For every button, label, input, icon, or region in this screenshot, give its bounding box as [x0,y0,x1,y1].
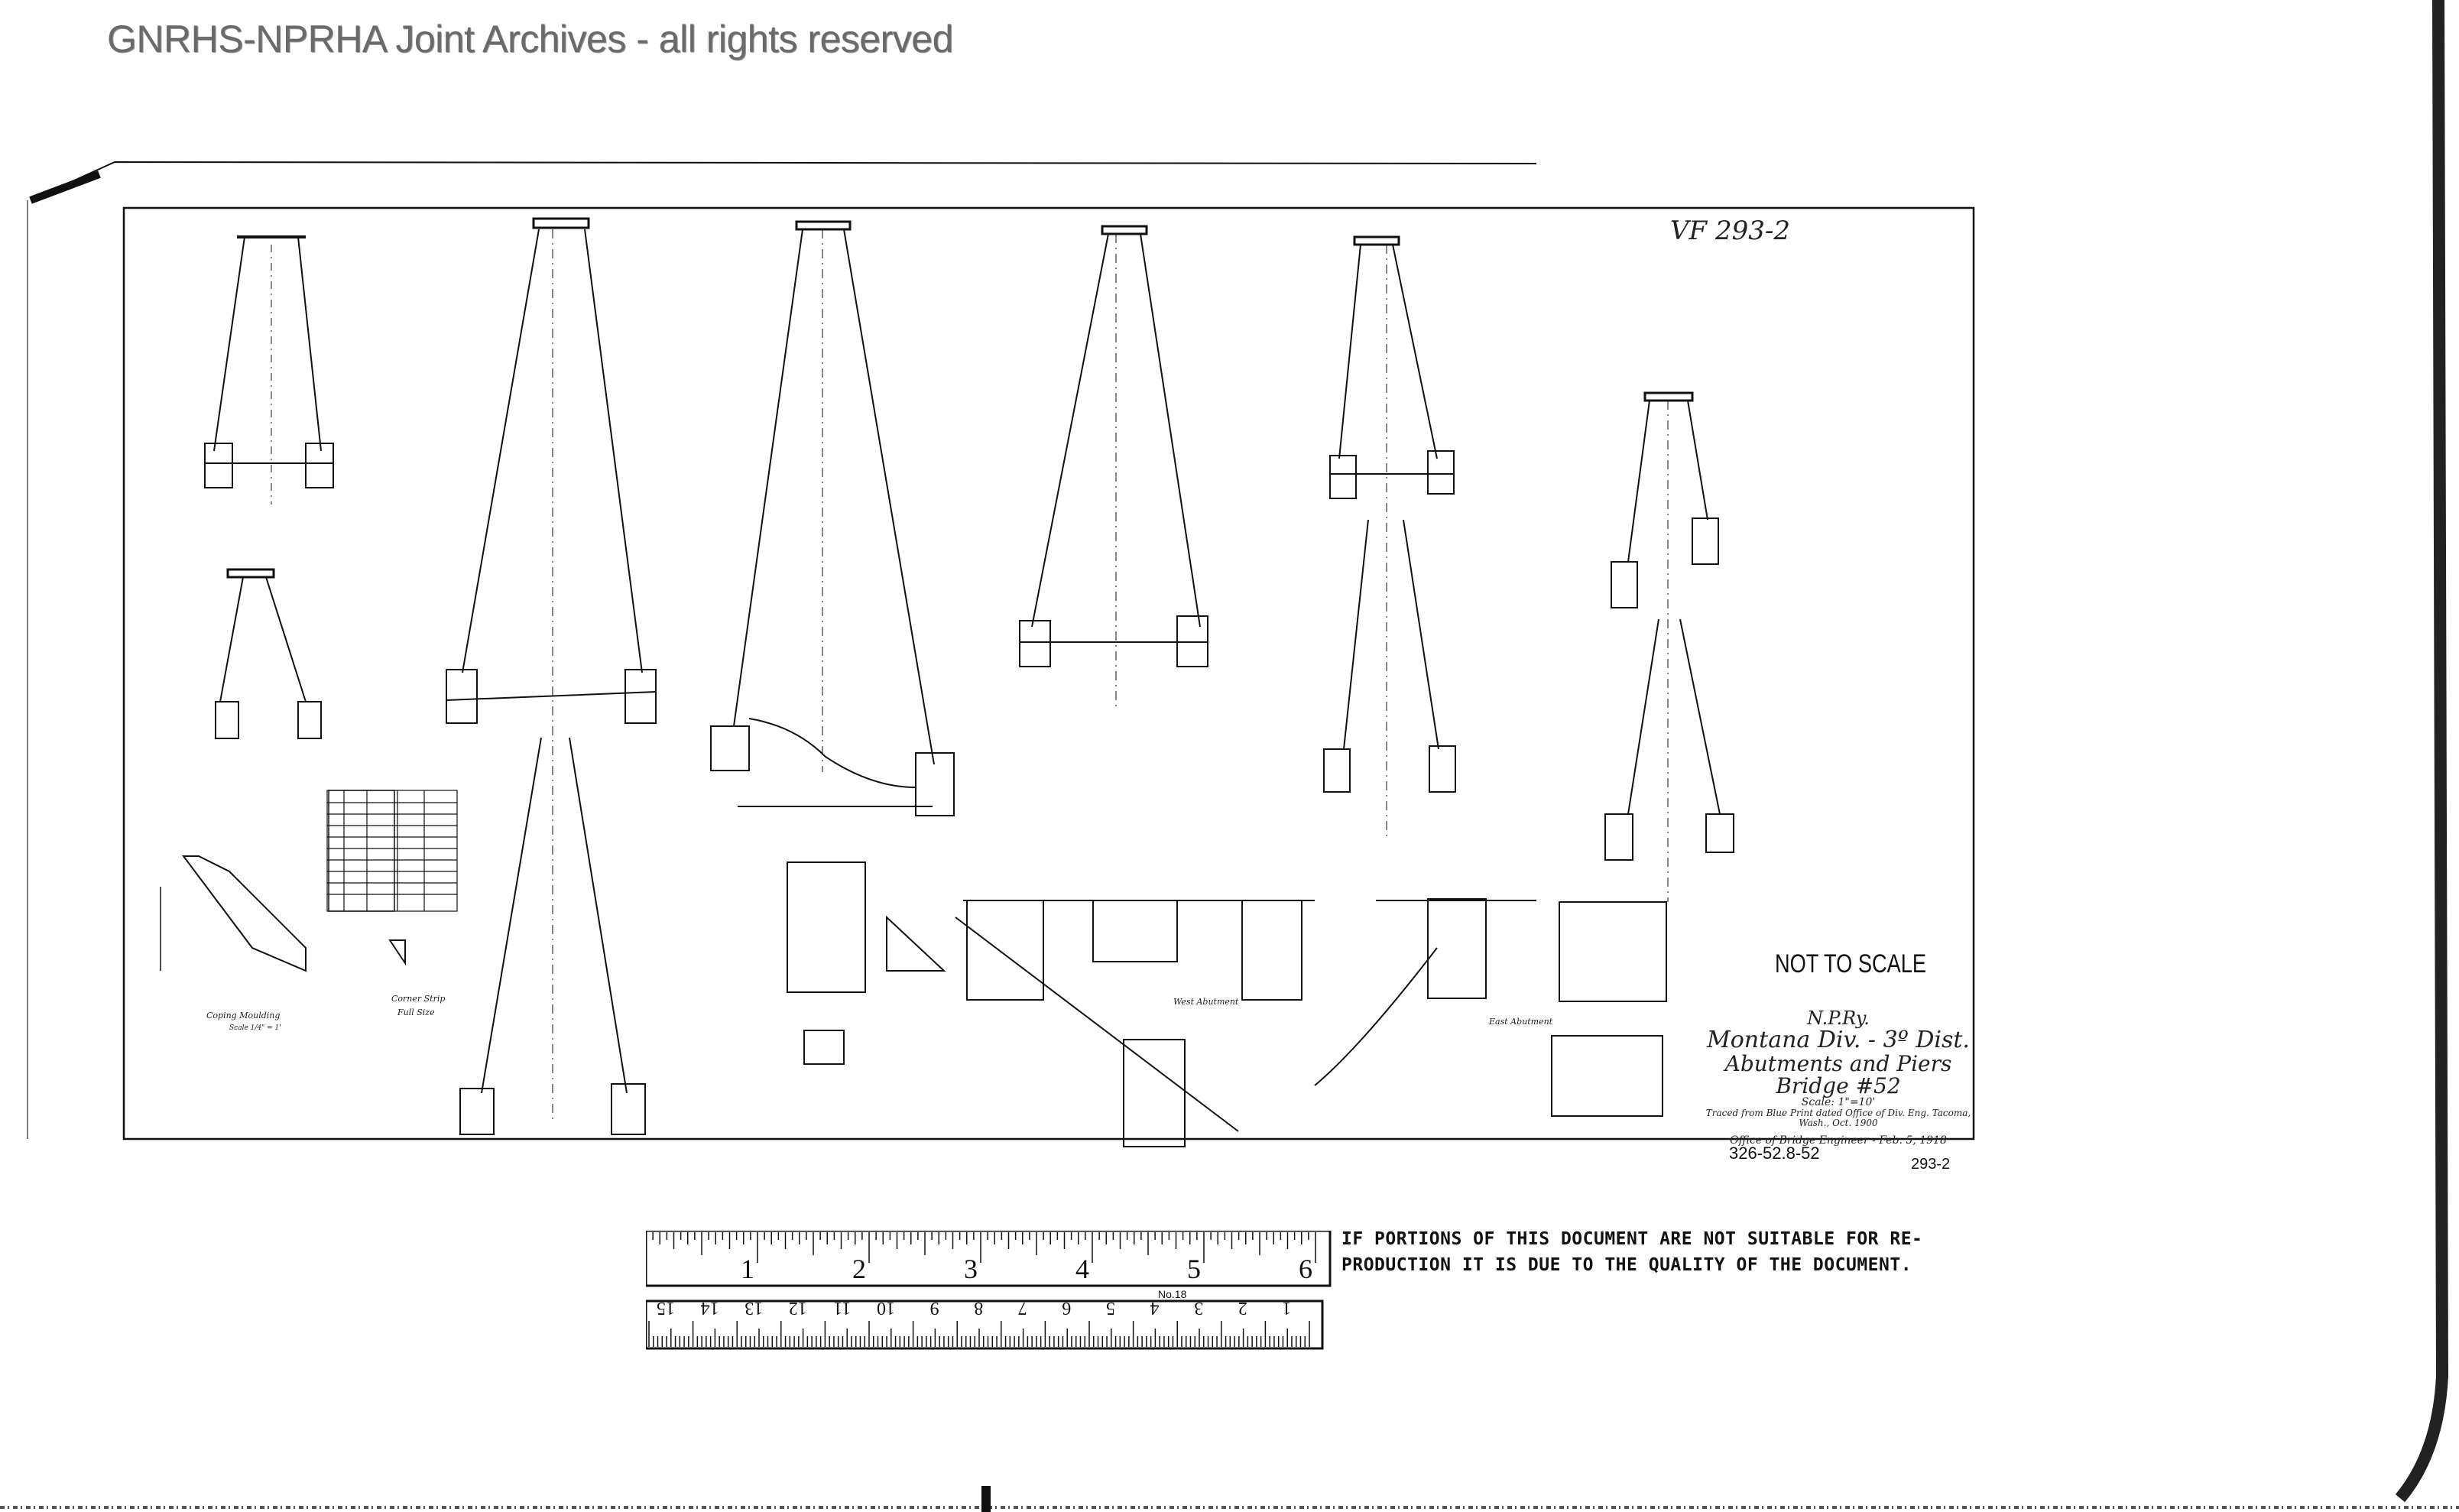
coping-scale-label: Scale 1/4" = 1' [229,1024,281,1032]
cm-label: 1 [1282,1298,1291,1318]
east-abutment-label: East Abutment [1489,1017,1553,1027]
inch-label: 1 [741,1254,754,1284]
file-code: VF 293-2 [1670,216,1790,246]
office-note: Office of Bridge Engineer - Feb. 5, 1918 [1730,1134,1947,1147]
cm-label: 13 [745,1298,763,1318]
inch-label: 6 [1299,1254,1312,1284]
cm-label: 2 [1238,1298,1247,1318]
title-block: N.P.Ry. Montana Div. - 3º Dist. Abutment… [1693,1007,1984,1147]
cm-label: 10 [877,1298,895,1318]
drawing-scale: Scale: 1"=10' [1801,1096,1876,1109]
cm-label: 8 [974,1298,983,1318]
cm-label: 3 [1194,1298,1203,1318]
cm-label: 5 [1106,1298,1115,1318]
drawing-number: 326-52.8-52 [1729,1144,1820,1163]
inch-label: 2 [852,1254,866,1284]
scale-note: NOT TO SCALE [1775,949,1927,978]
coping-label: Coping Moulding [206,1011,281,1020]
bridge-name: Bridge #52 [1776,1073,1901,1099]
division-name: Montana Div. - 3º Dist. [1707,1027,1970,1054]
cm-label: 7 [1018,1298,1027,1318]
west-abutment-label: West Abutment [1173,997,1239,1007]
traced-note: Traced from Blue Print dated Office of D… [1705,1108,1971,1128]
sheet-number: 293-2 [1911,1156,1951,1173]
ruler-maker-label: No.18 [1158,1288,1187,1300]
cm-label: 11 [833,1298,851,1318]
notice-line-1: IF PORTIONS OF THIS DOCUMENT ARE NOT SUI… [1341,1229,1923,1249]
cm-label: 15 [657,1298,675,1318]
railway-name: N.P.Ry. [1807,1007,1870,1029]
quality-notice: IF PORTIONS OF THIS DOCUMENT ARE NOT SUI… [1341,1226,1991,1278]
cm-label: 12 [789,1298,807,1318]
archive-watermark: GNRHS-NPRHA Joint Archives - all rights … [107,18,953,60]
corner-strip-size-label: Full Size [397,1007,435,1017]
corner-strip-label: Corner Strip [391,994,446,1004]
inch-label: 5 [1187,1254,1201,1284]
cm-label: 9 [930,1298,939,1318]
cm-label: 14 [701,1298,719,1318]
inch-label: 3 [964,1254,978,1284]
inch-label: 4 [1075,1254,1089,1284]
cm-label: 4 [1150,1298,1160,1318]
notice-line-2: PRODUCTION IT IS DUE TO THE QUALITY OF T… [1341,1255,1912,1275]
cm-label: 6 [1062,1298,1071,1318]
drawing-subject: Abutments and Piers [1724,1050,1952,1076]
